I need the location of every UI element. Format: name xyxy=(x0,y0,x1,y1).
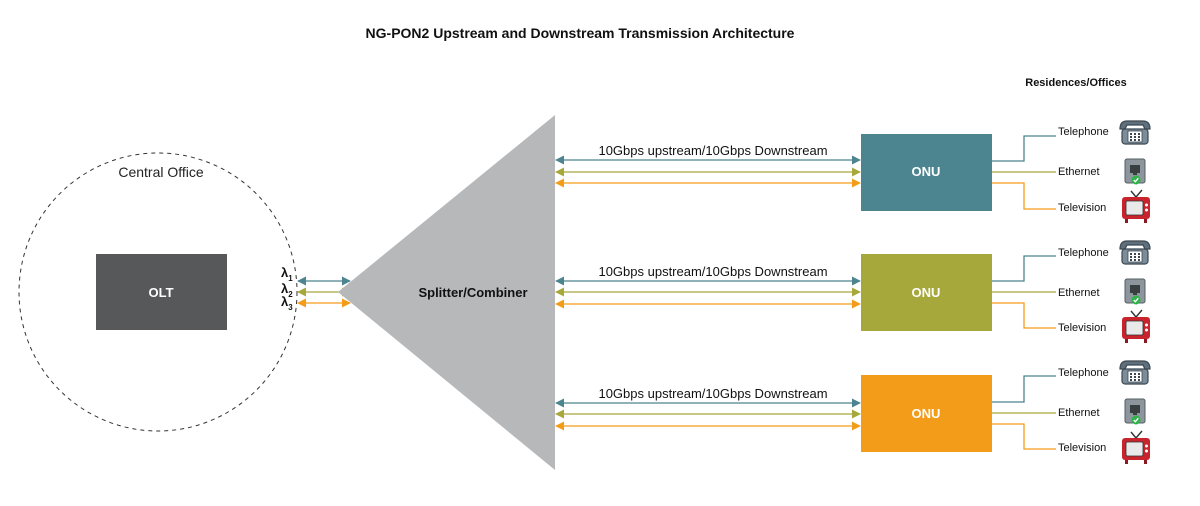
service-line-telephone-3 xyxy=(992,375,1056,403)
service-label-telephone-3: Telephone xyxy=(1058,367,1109,379)
onu-label-3: ONU xyxy=(912,406,941,421)
lambda-2: λ2 xyxy=(281,281,293,299)
wavelength-labels: λ1 λ2 λ3 xyxy=(281,265,293,312)
service-label-television-1: Television xyxy=(1058,202,1106,214)
service-label-ethernet-1: Ethernet xyxy=(1058,166,1100,178)
service-label-ethernet-3: Ethernet xyxy=(1058,407,1100,419)
onu-box-1 xyxy=(861,134,992,211)
service-line-television-1 xyxy=(992,182,1056,210)
ethernet-outlet-icon xyxy=(1124,398,1146,426)
telephone-icon xyxy=(1119,120,1151,145)
onu-box-2 xyxy=(861,254,992,331)
service-label-television-2: Television xyxy=(1058,322,1106,334)
diagram-title: NG-PON2 Upstream and Downstream Transmis… xyxy=(366,25,795,41)
service-line-telephone-2 xyxy=(992,255,1056,282)
onu-label-1: ONU xyxy=(912,164,941,179)
onu-box-3 xyxy=(861,375,992,452)
television-icon xyxy=(1121,430,1151,465)
splitter-combiner-shape xyxy=(338,115,555,470)
onu-group-2: 10Gbps upstream/10Gbps Downstream ONU Te… xyxy=(555,240,1151,344)
central-office-boundary xyxy=(18,152,298,432)
television-icon xyxy=(1121,309,1151,344)
service-line-television-3 xyxy=(992,423,1056,450)
telephone-icon xyxy=(1119,360,1151,385)
service-line-television-2 xyxy=(992,302,1056,329)
olt-label: OLT xyxy=(148,285,173,300)
onu-label-2: ONU xyxy=(912,285,941,300)
link-label-1: 10Gbps upstream/10Gbps Downstream xyxy=(598,143,827,158)
service-label-telephone-2: Telephone xyxy=(1058,247,1109,259)
link-label-2: 10Gbps upstream/10Gbps Downstream xyxy=(598,264,827,279)
telephone-icon xyxy=(1119,240,1151,265)
ethernet-outlet-icon xyxy=(1124,278,1146,306)
service-label-ethernet-2: Ethernet xyxy=(1058,287,1100,299)
service-line-telephone-1 xyxy=(992,135,1056,162)
link-label-3: 10Gbps upstream/10Gbps Downstream xyxy=(598,386,827,401)
residences-offices-label: Residences/Offices xyxy=(1025,77,1127,89)
olt-box: OLT xyxy=(96,254,227,330)
onu-group-3: 10Gbps upstream/10Gbps Downstream ONU Te… xyxy=(555,360,1151,465)
lambda-1: λ1 xyxy=(281,265,293,283)
ethernet-outlet-icon xyxy=(1124,158,1146,186)
lambda-3: λ3 xyxy=(281,294,293,312)
service-label-television-3: Television xyxy=(1058,442,1106,454)
central-office-label: Central Office xyxy=(118,164,204,180)
splitter-combiner-label: Splitter/Combiner xyxy=(418,285,527,300)
service-label-telephone-1: Telephone xyxy=(1058,126,1109,138)
television-icon xyxy=(1121,189,1151,224)
onu-group-1: 10Gbps upstream/10Gbps Downstream ONU Te… xyxy=(555,120,1151,224)
